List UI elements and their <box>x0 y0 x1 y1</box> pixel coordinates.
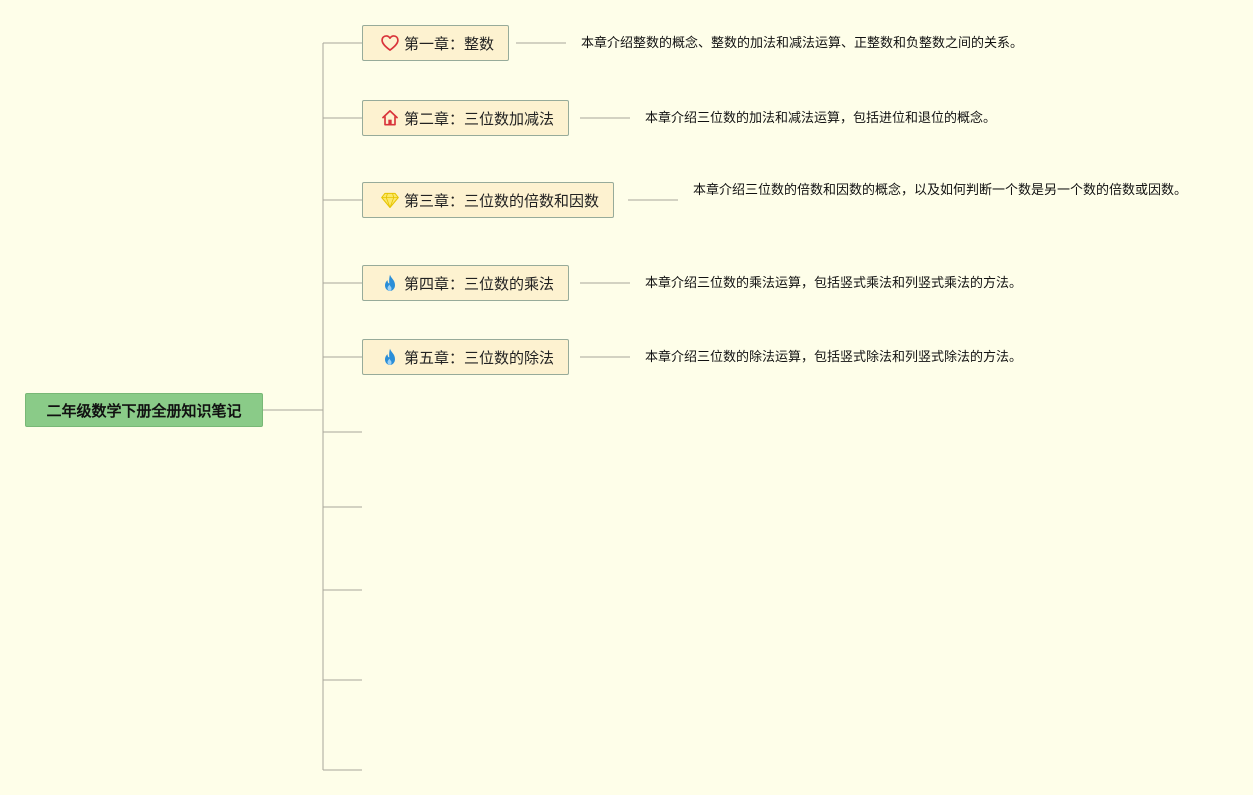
chapter-node-1[interactable]: 第一章：整数 <box>362 25 510 61</box>
chapter-title-1: 第一章：整数 <box>404 34 495 53</box>
chapter-title-5: 第五章：三位数的除法 <box>404 348 555 367</box>
chapter-node-3[interactable]: 第三章：三位数的倍数和因数 <box>362 182 615 218</box>
chapter-node-2[interactable]: 第二章：三位数加减法 <box>362 100 570 136</box>
chapter-description-3: 本章介绍三位数的倍数和因数的概念，以及如何判断一个数是另一个数的倍数或因数。 <box>693 183 1188 198</box>
chapter-description-1: 本章介绍整数的概念、整数的加法和减法运算、正整数和负整数之间的关系。 <box>581 36 1024 51</box>
root-topic[interactable]: 二年级数学下册全册知识笔记 <box>25 393 263 427</box>
chapter-title-2: 第二章：三位数加减法 <box>404 109 555 128</box>
chapter-description-4: 本章介绍三位数的乘法运算，包括竖式乘法和列竖式乘法的方法。 <box>645 276 1023 291</box>
diamond-icon <box>380 190 400 210</box>
chapter-description-2: 本章介绍三位数的加法和减法运算，包括进位和退位的概念。 <box>645 111 997 126</box>
root-topic-label: 二年级数学下册全册知识笔记 <box>46 401 242 420</box>
chapter-title-4: 第四章：三位数的乘法 <box>404 274 555 293</box>
chapter-node-4[interactable]: 第四章：三位数的乘法 <box>362 265 570 301</box>
heart-icon <box>380 33 400 53</box>
chapter-node-5[interactable]: 第五章：三位数的除法 <box>362 339 570 375</box>
chapter-description-5: 本章介绍三位数的除法运算，包括竖式除法和列竖式除法的方法。 <box>645 350 1023 365</box>
home-icon <box>380 108 400 128</box>
chapter-title-3: 第三章：三位数的倍数和因数 <box>404 191 600 210</box>
fire-icon <box>380 273 400 293</box>
fire-icon <box>380 347 400 367</box>
